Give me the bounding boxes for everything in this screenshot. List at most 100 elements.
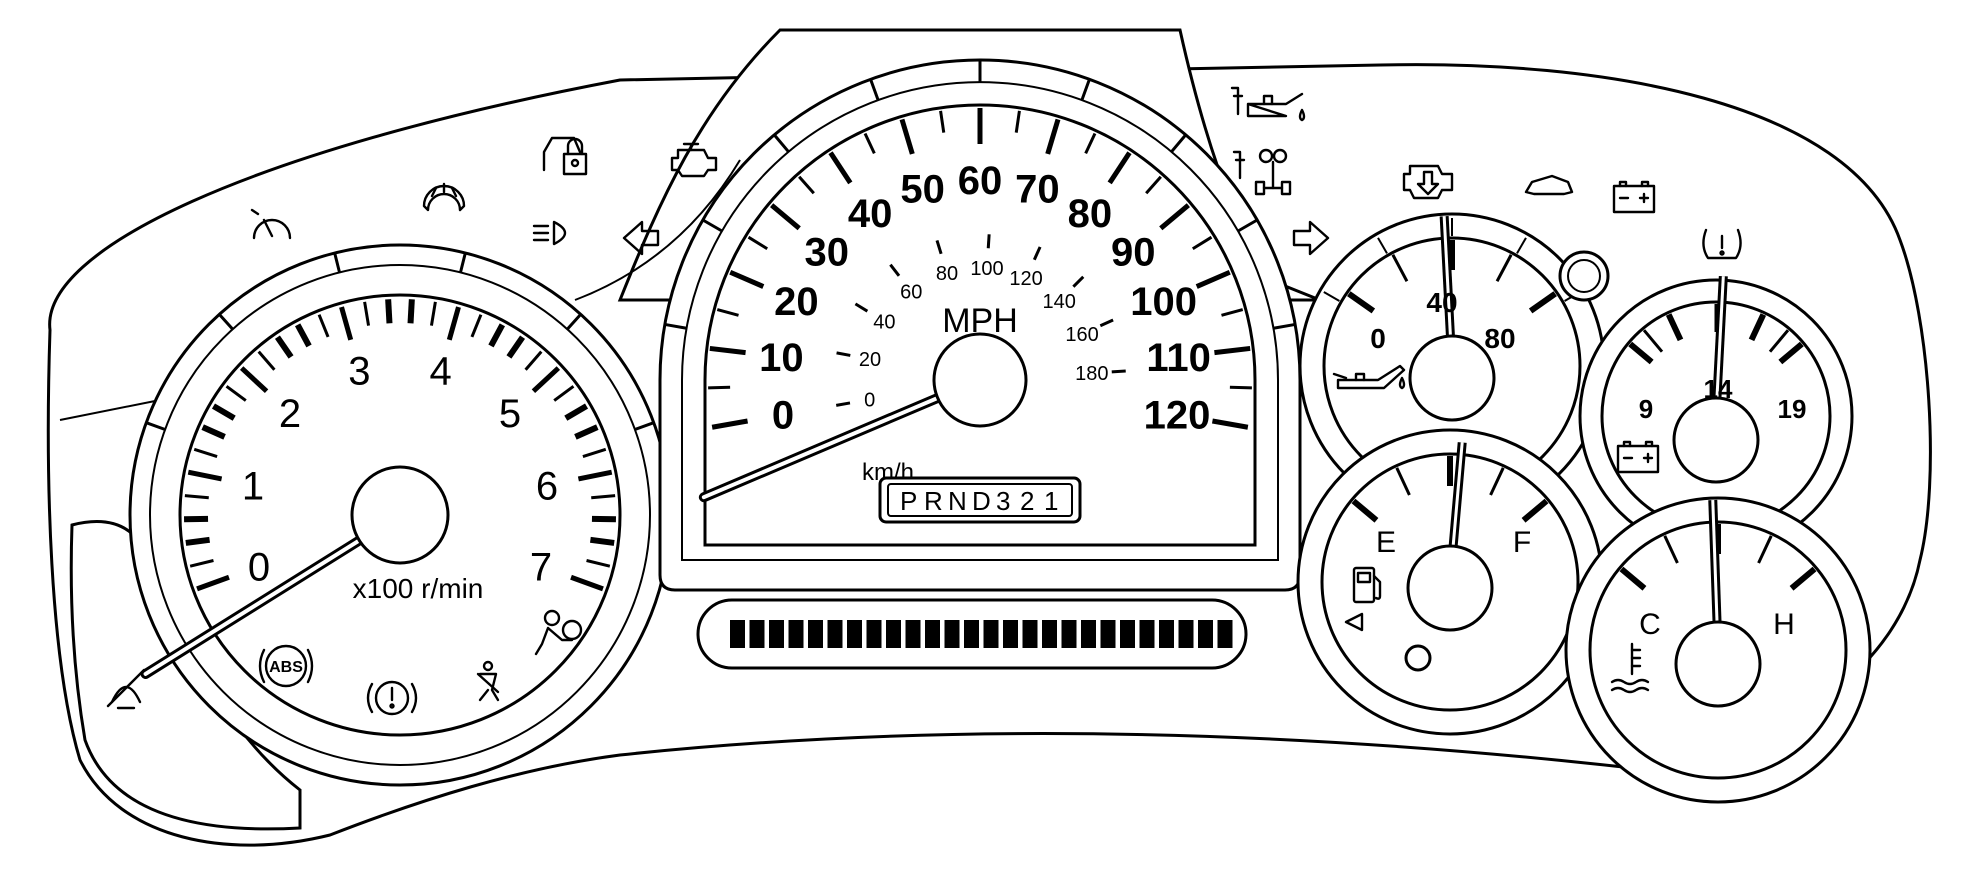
speedo-tick [747, 235, 769, 251]
abs-icon: ABS [258, 644, 314, 688]
mph-number: 0 [772, 394, 794, 438]
mph-number: 10 [759, 336, 804, 380]
tach-tick [446, 306, 461, 341]
coolant-tick [1789, 566, 1817, 591]
tach-tick [488, 323, 505, 348]
oil-label-mid: 40 [1426, 287, 1457, 318]
seat-belt-icon [476, 660, 500, 702]
odometer-segment [847, 620, 862, 648]
mph-number: 90 [1111, 230, 1156, 274]
voltmeter-gauge: 9 14 19 [1578, 275, 1854, 554]
fuel-door-arrow-icon [1344, 612, 1364, 632]
tach-tick [590, 536, 615, 546]
speedo-bezel-mark [1170, 133, 1187, 153]
speedo-tick [709, 345, 746, 356]
traction-off-icon [106, 668, 146, 710]
tach-tick [274, 335, 294, 359]
kmh-number: 140 [1043, 291, 1076, 313]
volt-label-high: 19 [1778, 394, 1807, 424]
tach-tick [429, 301, 437, 326]
mph-number: 40 [848, 192, 893, 236]
speedo-tick [1195, 269, 1231, 289]
tach-tick [407, 299, 415, 324]
mph-number: 110 [1146, 336, 1211, 380]
kmh-tick [1111, 369, 1126, 374]
speedo-tick [863, 132, 876, 155]
tach-bezel-mark [333, 252, 341, 273]
left-panel-line [59, 399, 161, 421]
door-ajar-icon [1524, 174, 1574, 196]
volt-label-low: 9 [1639, 394, 1653, 424]
odometer-segment [1217, 620, 1233, 648]
coolant-temperature-icon [1610, 642, 1650, 694]
speedo-tick [716, 308, 739, 317]
odometer-segment [964, 620, 979, 648]
odometer-segment [1178, 620, 1194, 648]
oil-label-low: 0 [1370, 323, 1386, 354]
volt-tick [1628, 341, 1654, 365]
tach-tick [582, 447, 607, 459]
odometer-segment [769, 620, 784, 648]
odometer-segment [944, 620, 960, 648]
kmh-number: 120 [1009, 268, 1042, 290]
tach-number: 0 [248, 545, 270, 589]
tach-tick [586, 559, 611, 568]
tach-tick [196, 574, 230, 592]
odometer-display [696, 598, 1248, 670]
battery-icon [1616, 440, 1660, 474]
speedo-bezel-mark [702, 218, 723, 233]
speedo-tick [1107, 151, 1132, 185]
oil-tick [1347, 291, 1376, 314]
odometer-segment [866, 620, 882, 648]
kmh-tick [1099, 318, 1114, 328]
tach-tick [570, 574, 604, 592]
headlamp-high-beam-icon [532, 220, 567, 246]
prndl-letter: 1 [1044, 486, 1058, 516]
odometer-segment [808, 620, 823, 648]
kmh-tick [835, 401, 851, 407]
speedo-tick [1084, 132, 1097, 155]
speedo-tick [899, 118, 915, 155]
coolant-tick [1757, 535, 1773, 564]
reduced-engine-power-icon [1402, 164, 1454, 200]
kmh-number: 20 [859, 349, 881, 371]
kmh-tick [854, 302, 869, 313]
speedo-tick [711, 418, 749, 430]
odometer-segment [886, 620, 901, 648]
tach-tick [564, 403, 589, 421]
fuel-gauge: E F [1296, 428, 1604, 736]
fuel-label-empty: E [1376, 526, 1396, 559]
tachometer-hub [350, 465, 450, 565]
odometer-segment [1139, 620, 1155, 648]
tach-tick [211, 403, 236, 421]
fuel-tick [1489, 467, 1505, 496]
oil-tick [1391, 254, 1409, 282]
volt-tick [1665, 313, 1684, 342]
gauge-bezel-mark [1323, 291, 1340, 302]
kmh-tick [836, 351, 851, 357]
tach-number: 4 [430, 350, 452, 394]
oil-tick [1495, 254, 1513, 282]
speedo-tick [1229, 385, 1252, 390]
odometer-segment [983, 620, 999, 648]
turn-signal-left-icon [622, 220, 660, 256]
prndl-letter: N [948, 486, 967, 516]
charging-system-icon [1612, 180, 1656, 214]
odometer-segment [1003, 620, 1018, 648]
tachometer-needle-core [143, 513, 402, 676]
airbag-icon [534, 609, 583, 656]
speedo-tick [798, 175, 815, 195]
oil-pressure-hub [1408, 334, 1496, 422]
speedo-tick [1159, 203, 1190, 231]
mph-number: 20 [774, 280, 819, 324]
speedo-tick [1014, 110, 1021, 133]
tach-tick [193, 447, 218, 459]
tach-bezel-mark [459, 252, 467, 273]
speedo-bezel-mark [1237, 218, 1258, 233]
tach-tick [531, 366, 561, 394]
